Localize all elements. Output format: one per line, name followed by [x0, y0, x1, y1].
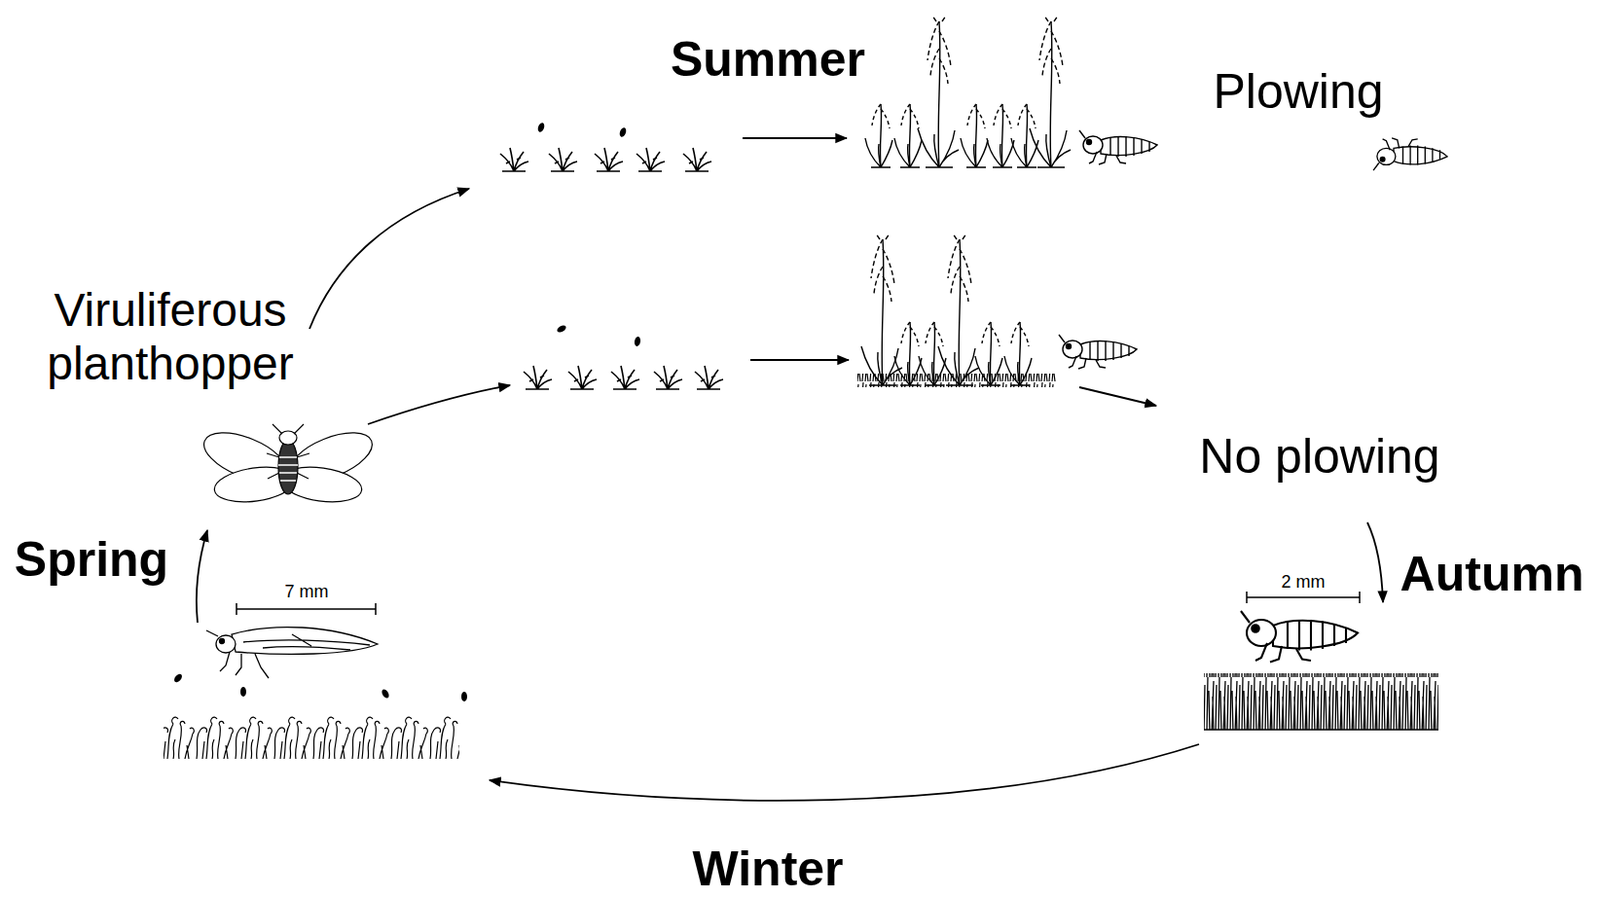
plant [960, 104, 988, 168]
seedling-row [500, 121, 712, 172]
arrow [489, 744, 1200, 801]
seedling [611, 365, 640, 390]
spring-grass [163, 714, 460, 765]
arrow [750, 359, 849, 362]
plant [917, 15, 959, 168]
seedling [636, 147, 665, 172]
nymph [1240, 611, 1358, 663]
seedling-row [523, 324, 724, 390]
seedling [594, 147, 623, 172]
plant [894, 322, 922, 386]
arrow [196, 530, 208, 623]
nymph [1373, 138, 1448, 171]
seedling [500, 147, 529, 172]
insect-dot [618, 126, 627, 138]
insect-dot [555, 324, 568, 334]
arrow [742, 137, 847, 140]
insect-dots [172, 672, 468, 702]
insect-label: Viruliferous planthopper [36, 283, 305, 391]
plant [1029, 15, 1071, 168]
dimension-label: 7 mm [285, 582, 329, 601]
season-label: Spring [14, 535, 169, 584]
scale-bar [1246, 591, 1360, 604]
insect-dot [633, 336, 642, 348]
plant [986, 104, 1015, 168]
nymph [1058, 334, 1137, 369]
seedling [548, 147, 578, 172]
plant [1004, 322, 1032, 386]
plant [865, 104, 893, 168]
arrow [1079, 387, 1157, 406]
plant [894, 104, 922, 168]
autumn-grass [1203, 673, 1439, 730]
seedling [568, 365, 597, 390]
dimension-label: 2 mm [1281, 573, 1326, 591]
seedling [523, 365, 552, 390]
season-label: Summer [670, 35, 866, 84]
scale-bar [236, 603, 376, 616]
adult-planthopper [206, 627, 378, 679]
practice-label: No plowing [1199, 432, 1440, 481]
summer-plants [865, 15, 1071, 168]
practice-label: Plowing [1212, 67, 1383, 116]
season-label: Autumn [1400, 549, 1585, 599]
arrow [1367, 522, 1383, 603]
seedling [683, 147, 712, 172]
arrow [367, 385, 510, 425]
winged-planthopper [197, 423, 379, 508]
ground-line [1203, 728, 1439, 731]
arrow [309, 188, 470, 329]
seedling [694, 365, 724, 390]
insect-dot [536, 121, 546, 133]
seedling [654, 365, 683, 390]
plant [918, 322, 946, 386]
fallow-plants [857, 233, 1056, 388]
nymph [1079, 130, 1158, 165]
season-label: Winter [691, 844, 843, 894]
plant [1011, 104, 1039, 168]
plant [975, 322, 1003, 386]
